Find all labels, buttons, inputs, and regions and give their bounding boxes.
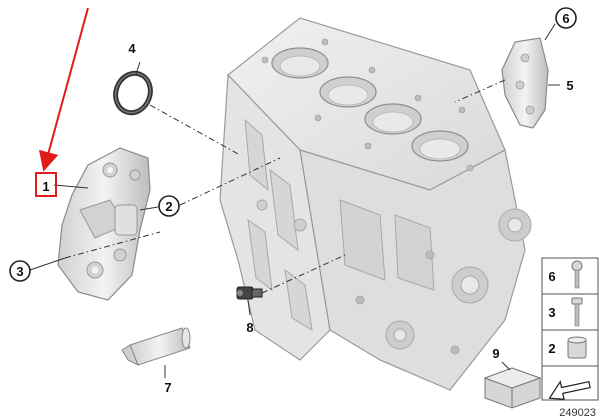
cylinder-bores <box>271 47 469 162</box>
legend-row-screw[interactable]: 6 <box>548 260 583 289</box>
callout-7[interactable]: 7 <box>164 380 171 395</box>
callout-2[interactable]: 2 <box>158 195 180 217</box>
part-5-mount-bracket[interactable] <box>501 37 549 129</box>
callout-8[interactable]: 8 <box>246 320 253 335</box>
part-4-o-ring[interactable] <box>110 68 156 117</box>
bolt-icon <box>571 297 583 327</box>
callout-6-label: 6 <box>562 11 569 26</box>
callout-9-label: 9 <box>492 346 499 361</box>
callout-9[interactable]: 9 <box>492 346 499 361</box>
legend-row-sleeve[interactable]: 2 <box>548 336 587 359</box>
direction-arrow-icon <box>548 380 591 400</box>
screw-icon <box>571 260 583 289</box>
leader-lines <box>29 23 560 378</box>
legend-row-3-label: 2 <box>548 341 555 356</box>
part-9-box[interactable] <box>483 367 542 409</box>
callout-1-label: 1 <box>42 179 49 194</box>
callout-5[interactable]: 5 <box>566 78 573 93</box>
sleeve-icon <box>567 336 587 359</box>
callout-8-label: 8 <box>246 320 253 335</box>
part-8-sensor[interactable] <box>236 286 263 300</box>
legend-row-1-label: 6 <box>548 269 555 284</box>
engine-block <box>219 17 532 391</box>
small-parts-legend: 6 3 2 <box>541 257 599 401</box>
callout-1[interactable]: 1 <box>42 179 49 194</box>
reference-number: 249023 <box>559 407 596 419</box>
highlight-arrow <box>35 7 89 197</box>
callout-7-label: 7 <box>164 380 171 395</box>
callout-6[interactable]: 6 <box>555 7 577 29</box>
legend-row-bolt[interactable]: 3 <box>548 297 583 327</box>
legend-row-2-label: 3 <box>548 305 555 320</box>
callout-5-label: 5 <box>566 78 573 93</box>
callout-3[interactable]: 3 <box>9 260 31 282</box>
part-7-sealant-tube[interactable] <box>121 327 191 367</box>
callout-4-label: 4 <box>128 41 136 56</box>
callout-4[interactable]: 4 <box>128 41 136 56</box>
part-1-bracket[interactable] <box>57 147 151 301</box>
callout-3-label: 3 <box>16 264 23 279</box>
callout-2-label: 2 <box>165 199 172 214</box>
